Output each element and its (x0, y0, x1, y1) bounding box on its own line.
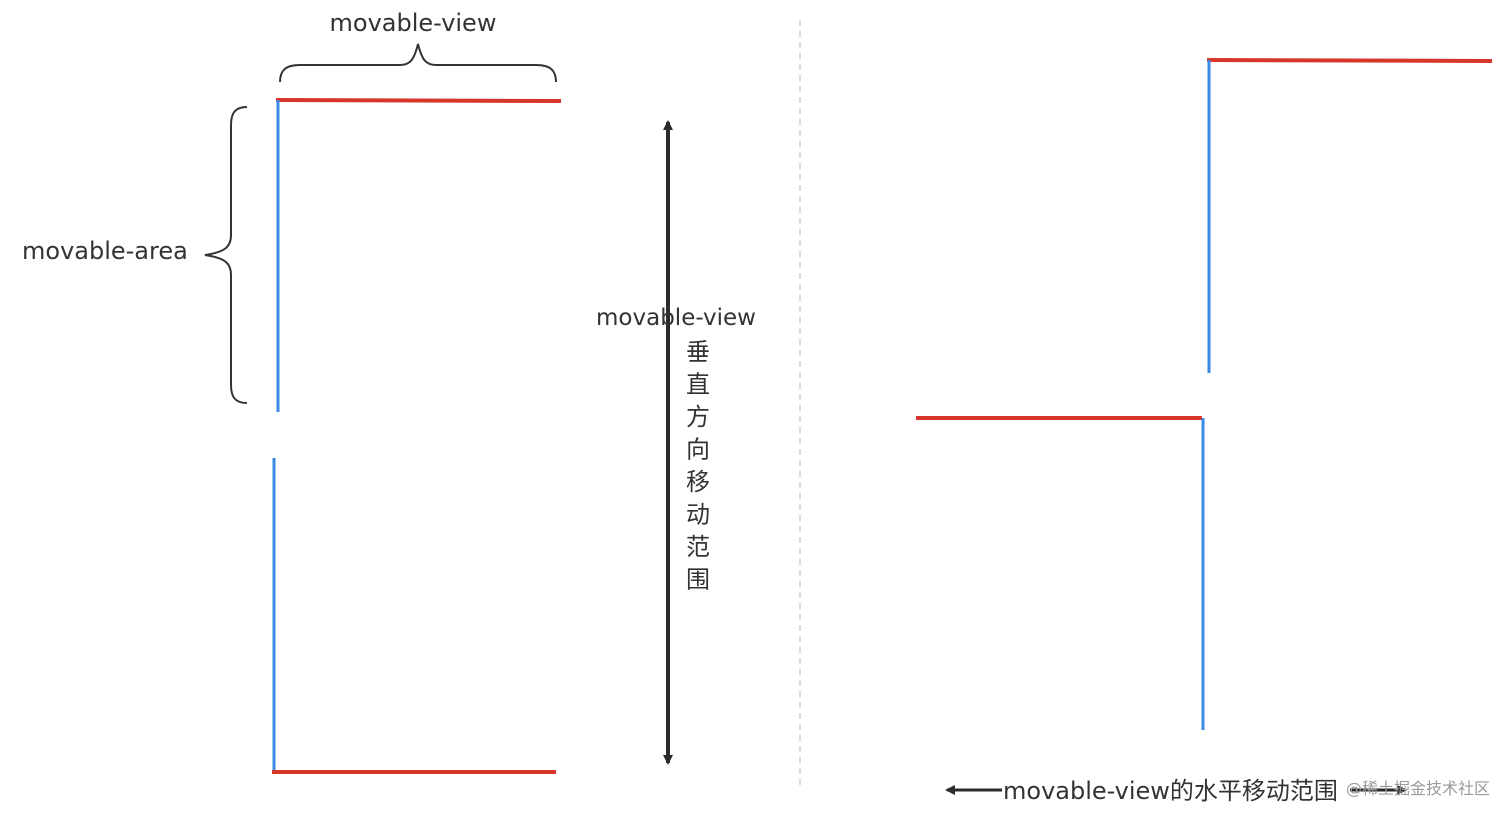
label-movable-view-vertical: movable-view (596, 305, 756, 331)
label-horizontal-range: movable-view的水平移动范围 (1003, 777, 1338, 805)
view-top-edge-right (1206, 58, 1493, 63)
watermark-text: @稀土掘金技术社区 (1346, 779, 1490, 798)
label-movable-area: movable-area (22, 237, 188, 265)
label-movable-view-top: movable-view (330, 9, 497, 37)
view-top-edge-upper (275, 98, 562, 103)
label-vertical-range: 垂直方向移动范围 (686, 338, 710, 594)
top-brace (279, 43, 557, 83)
left-brace (204, 106, 248, 404)
